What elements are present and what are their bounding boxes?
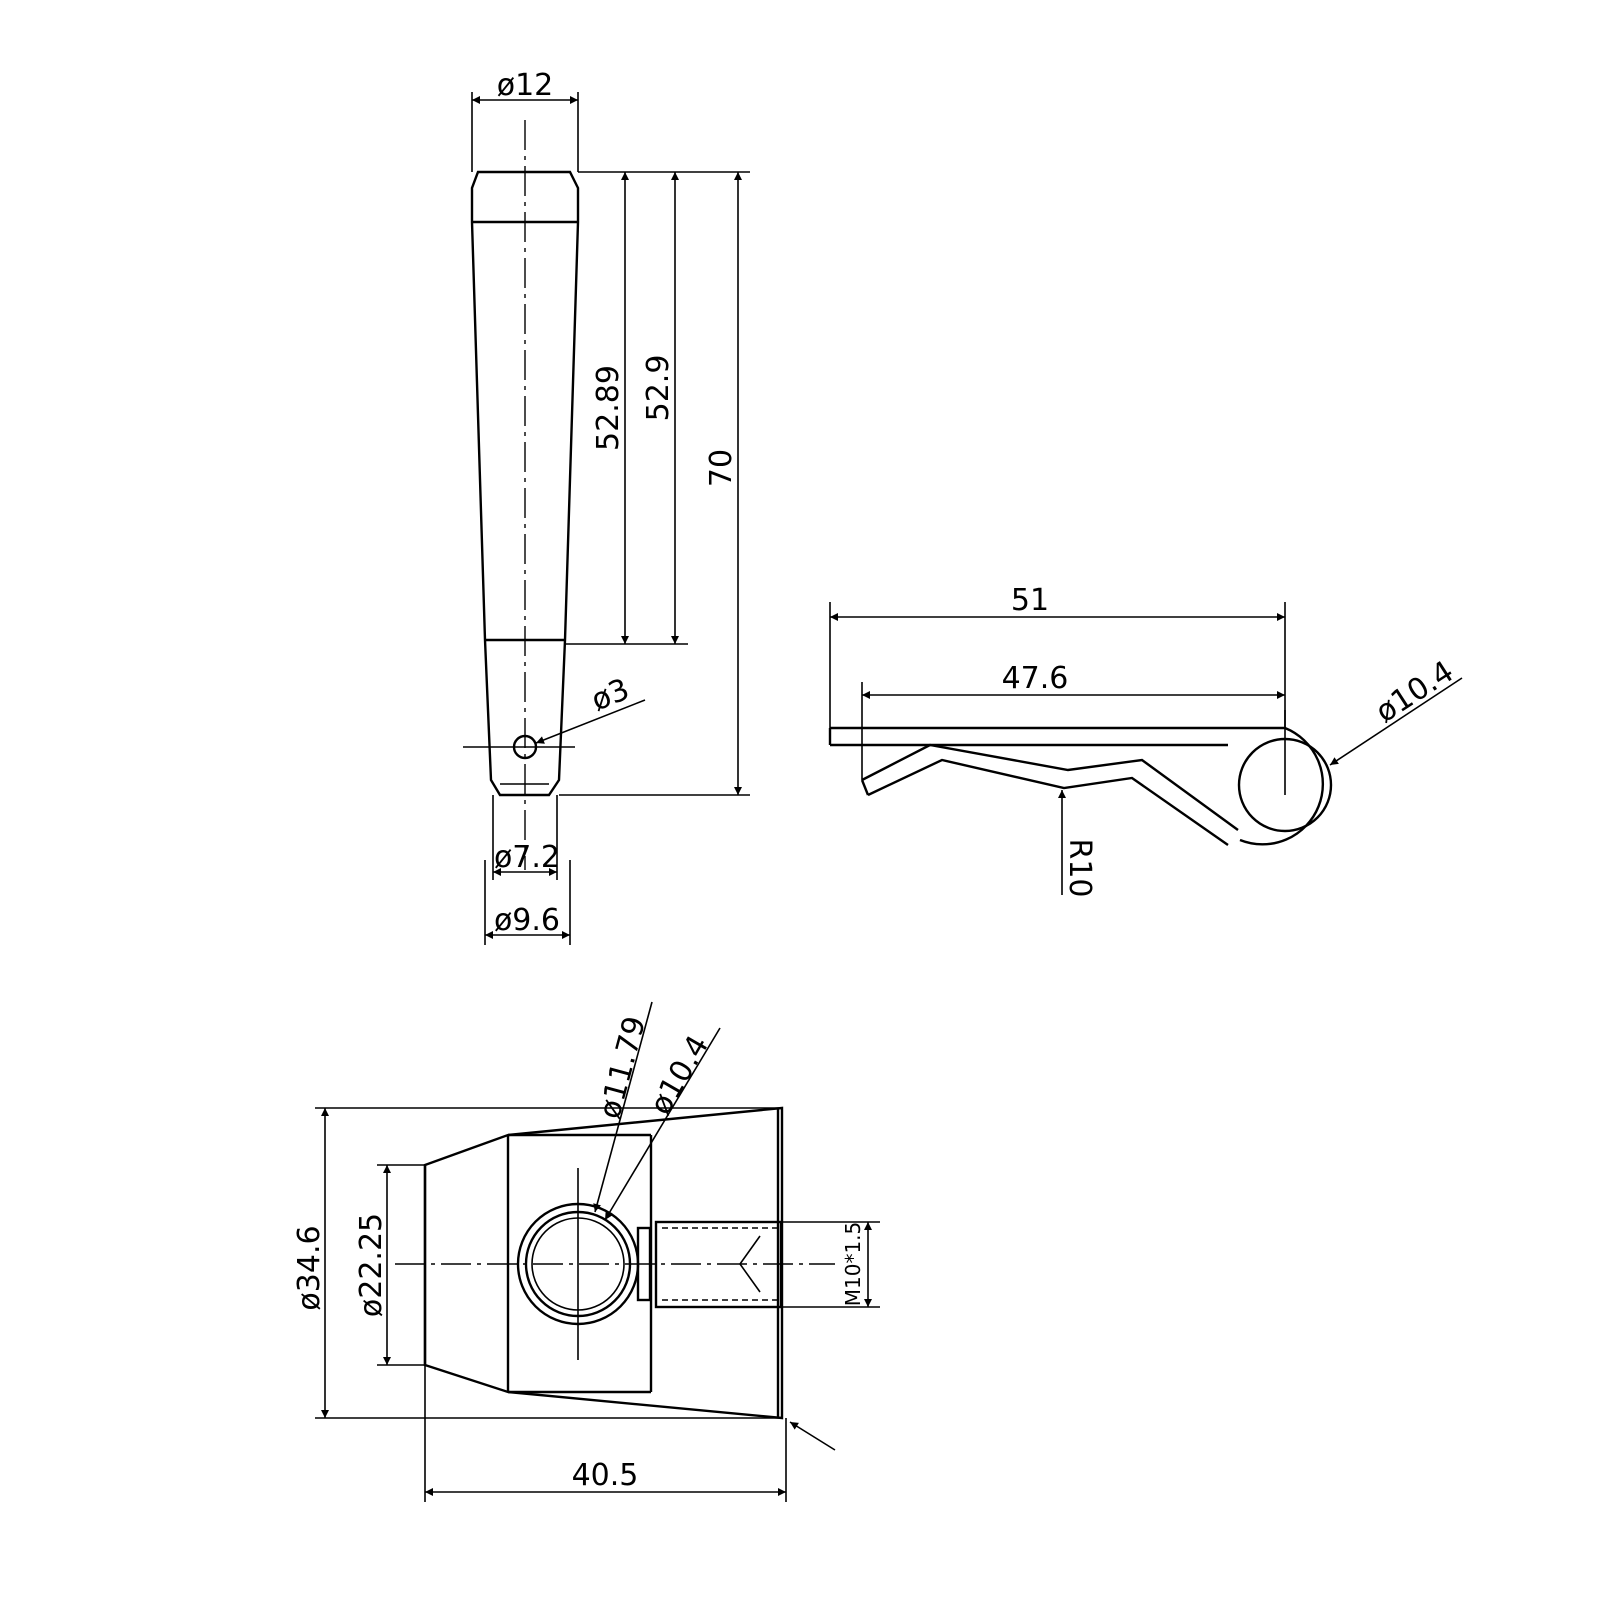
dim-bottom-inner-label: ø7.2	[494, 840, 560, 875]
dim-bore-inner-label: ø10.4	[643, 1030, 716, 1121]
dim-pin-hole: ø3	[535, 672, 646, 744]
dim-length-b: 52.9	[641, 172, 679, 644]
dim-length-b-label: 52.9	[641, 355, 676, 422]
dim-pin-hole-label: ø3	[587, 672, 635, 718]
dim-clip-bend-label: R10	[1062, 838, 1097, 897]
dim-outer-diameter: ø34.6	[292, 1107, 782, 1419]
handle-view: ø12 52.89 52.9 70 ø3 ø	[463, 68, 750, 945]
dim-neck-diameter: ø22.25	[354, 1164, 425, 1366]
dim-clip-loop: ø10.4	[1329, 654, 1463, 766]
dim-top-diameter: ø12	[471, 68, 579, 172]
dim-clip-bend: R10	[1058, 790, 1097, 898]
dim-overall-length-label: 70	[704, 449, 739, 487]
dim-clip-overall: 51	[829, 583, 1286, 728]
hub-outline	[423, 1106, 784, 1420]
dim-overall-length: 70	[704, 172, 742, 795]
hub-view: ø34.6 ø22.25 ø11.79 ø10.4 M10*1.5	[292, 1001, 880, 1502]
dim-clip-leg-label: 47.6	[1002, 661, 1069, 696]
dim-bottom-outer-label: ø9.6	[494, 903, 560, 938]
pin-hole	[463, 734, 575, 760]
dim-length-a-label: 52.89	[591, 365, 626, 451]
dim-clip-leg: 47.6	[861, 661, 1285, 780]
dim-hub-length-label: 40.5	[572, 1458, 639, 1493]
dim-bottom-outer: ø9.6	[484, 860, 571, 945]
dim-clip-loop-label: ø10.4	[1370, 654, 1460, 730]
dim-thread: M10*1.5	[781, 1221, 880, 1308]
dim-bottom-inner: ø7.2	[492, 795, 560, 880]
dim-length-a: 52.89	[591, 172, 629, 644]
clip-outline	[828, 726, 1333, 846]
dim-thread-label: M10*1.5	[841, 1222, 865, 1307]
dim-clip-overall-label: 51	[1011, 583, 1049, 618]
dim-bore-outer-label: ø11.79	[592, 1013, 653, 1123]
dim-hub-length: 40.5	[424, 1365, 787, 1502]
dim-outer-diameter-label: ø34.6	[292, 1225, 327, 1310]
clip-view: 51 47.6 ø10.4 R10	[828, 583, 1463, 898]
dim-top-diameter-label: ø12	[497, 68, 554, 103]
dim-bore-outer: ø11.79	[592, 1001, 653, 1213]
dim-neck-diameter-label: ø22.25	[354, 1213, 389, 1317]
chamfer-leader	[789, 1421, 836, 1451]
